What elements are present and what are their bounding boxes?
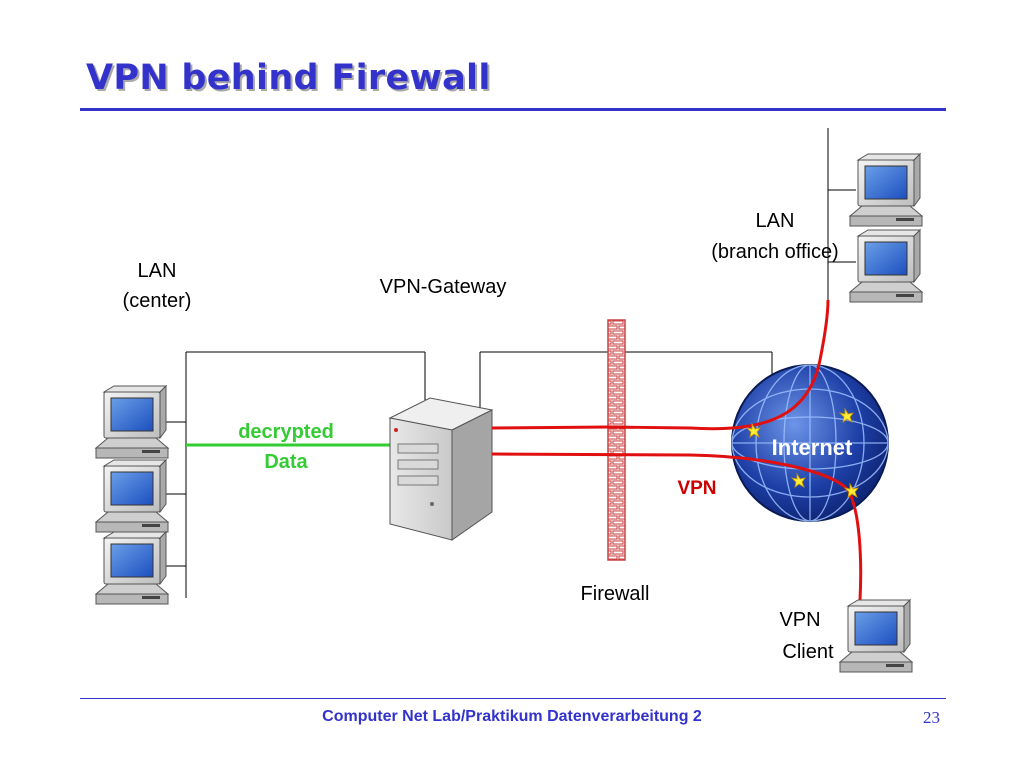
connection-sparks [745, 407, 859, 498]
lan-branch-label-line1: LAN [756, 210, 795, 232]
vpn-client-label-line2: Client [782, 641, 834, 663]
lan-center-label-line2: (center) [123, 290, 192, 312]
lan-branch-computer-1 [849, 153, 923, 227]
footer-course-name: Computer Net Lab/Praktikum Datenverarbei… [322, 708, 702, 725]
lan-branch-label-line2: (branch office) [711, 241, 838, 263]
vpn-gateway-server [388, 397, 494, 541]
decrypted-data-label-line2: Data [264, 451, 308, 473]
lan-center-network [158, 351, 426, 598]
lan-center-computer-3 [95, 531, 169, 605]
vpn-tunnel-label: VPN [677, 478, 716, 499]
lan-center-label-line1: LAN [138, 260, 177, 282]
page-number: 23 [923, 708, 940, 727]
firewall-label: Firewall [581, 583, 650, 605]
decrypted-data-label-line1: decrypted [238, 421, 334, 443]
internet-globe [731, 364, 889, 522]
vpn-client-computer [839, 599, 913, 673]
footer-divider [80, 698, 946, 699]
lan-branch-computer-2 [849, 229, 923, 303]
slide-title: VPN behind Firewall [86, 58, 491, 98]
lan-branch-network [827, 128, 856, 300]
lan-center-computer-1 [95, 385, 169, 459]
internet-label: Internet [772, 435, 853, 460]
firewall-wall [607, 319, 626, 561]
vpn-gateway-label: VPN-Gateway [380, 276, 507, 298]
gateway-outside-line [479, 351, 773, 412]
title-divider [80, 108, 946, 111]
vpn-client-label-line1: VPN [779, 609, 820, 631]
lan-center-computer-2 [95, 459, 169, 533]
